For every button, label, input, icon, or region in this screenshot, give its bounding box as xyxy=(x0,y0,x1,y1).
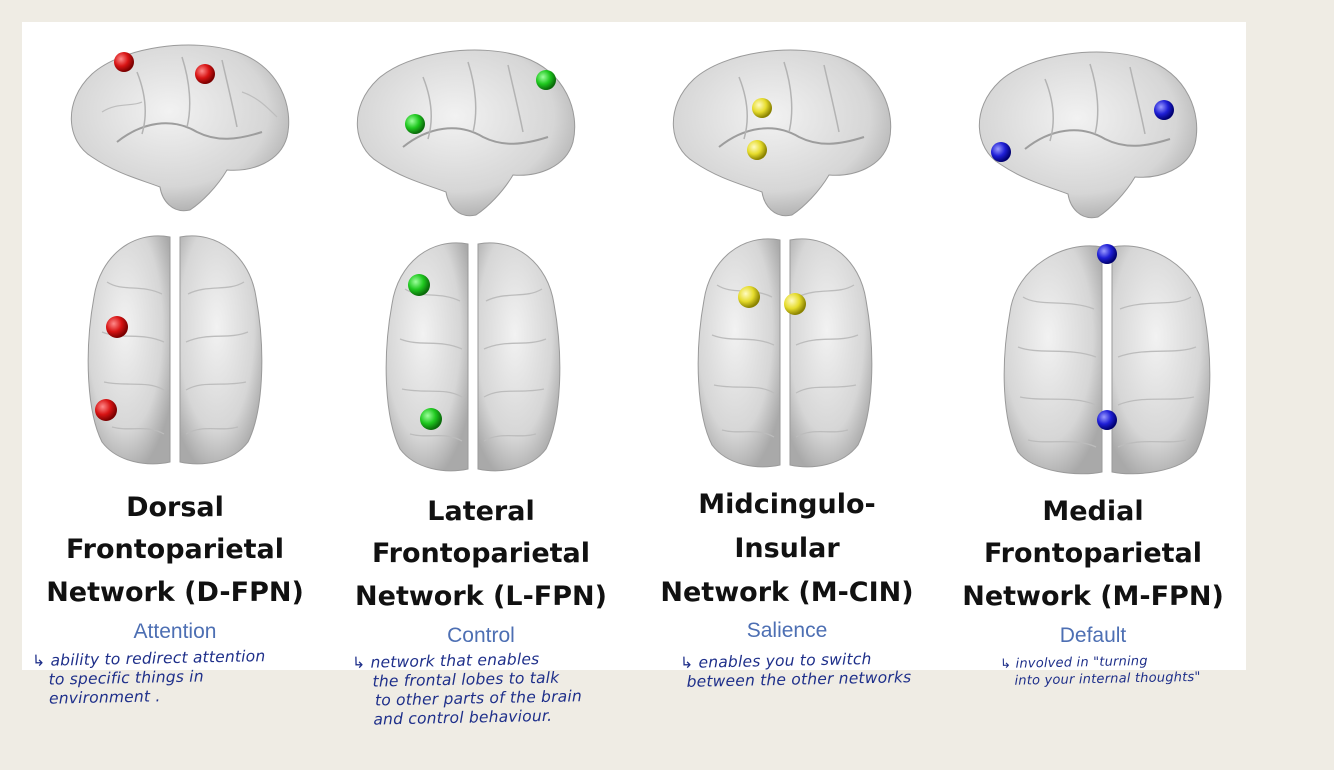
note-line: environment . xyxy=(33,685,267,709)
node-dot xyxy=(752,98,772,118)
network-panel-dorsal: Dorsal Frontoparietal Network (D-FPN) At… xyxy=(22,22,328,670)
network-function-label: Attention xyxy=(22,620,328,644)
node-dot xyxy=(991,142,1011,162)
note-line: and control behaviour. xyxy=(353,706,582,730)
network-function-label: Salience xyxy=(634,619,940,643)
brain-illustration-midcingulo xyxy=(634,22,940,492)
node-dot xyxy=(106,316,128,338)
lateral-brain-view xyxy=(979,52,1196,218)
top-brain-view xyxy=(1004,246,1210,474)
handwritten-note-dorsal: ↳ ability to redirect attention to speci… xyxy=(32,647,266,709)
brain-illustration-dorsal xyxy=(22,22,328,492)
top-brain-view xyxy=(88,236,262,464)
node-dot xyxy=(1097,410,1117,430)
network-title-line: Medial xyxy=(940,492,1246,532)
network-title-line: Lateral xyxy=(328,492,634,532)
handwritten-note-midcingulo: ↳ enables you to switch between the othe… xyxy=(680,649,912,692)
network-title-line: Dorsal xyxy=(22,488,328,528)
node-dot xyxy=(784,293,806,315)
network-title-line: Network (D-FPN) xyxy=(22,573,328,613)
node-dot xyxy=(95,399,117,421)
brain-illustration-lateral xyxy=(328,22,634,492)
node-dot xyxy=(420,408,442,430)
handwritten-note-lateral: ↳ network that enables the frontal lobes… xyxy=(352,649,583,730)
network-function-label: Control xyxy=(328,624,634,648)
network-title-line: Midcingulo- xyxy=(634,485,940,525)
lateral-brain-view xyxy=(71,45,288,211)
node-dot xyxy=(536,70,556,90)
node-dot xyxy=(747,140,767,160)
network-title-line: Network (M-FPN) xyxy=(940,577,1246,617)
network-panel-midcingulo: Midcingulo- Insular Network (M-CIN) Sali… xyxy=(634,22,940,670)
node-dot xyxy=(195,64,215,84)
network-title-line: Frontoparietal xyxy=(328,534,634,574)
node-dot xyxy=(1097,244,1117,264)
network-function-label: Default xyxy=(940,624,1246,648)
network-title-line: Frontoparietal xyxy=(22,530,328,570)
note-line: between the other networks xyxy=(680,668,911,692)
lateral-brain-view xyxy=(673,50,890,216)
top-brain-view xyxy=(698,239,872,467)
network-title-line: Network (L-FPN) xyxy=(328,577,634,617)
brain-illustration-medial xyxy=(940,22,1246,492)
network-title-line: Network (M-CIN) xyxy=(634,573,940,613)
node-dot xyxy=(114,52,134,72)
node-dot xyxy=(738,286,760,308)
node-dot xyxy=(405,114,425,134)
network-title-line: Frontoparietal xyxy=(940,534,1246,574)
node-dot xyxy=(1154,100,1174,120)
network-panel-lateral: Lateral Frontoparietal Network (L-FPN) C… xyxy=(328,22,634,670)
node-dot xyxy=(408,274,430,296)
network-panel-medial: Medial Frontoparietal Network (M-FPN) De… xyxy=(940,22,1246,670)
handwritten-note-medial: ↳ involved in "turning into your interna… xyxy=(1000,652,1201,690)
brain-networks-figure: Dorsal Frontoparietal Network (D-FPN) At… xyxy=(22,22,1246,670)
note-line: into your internal thoughts" xyxy=(1000,669,1200,690)
network-title-line: Insular xyxy=(634,529,940,569)
